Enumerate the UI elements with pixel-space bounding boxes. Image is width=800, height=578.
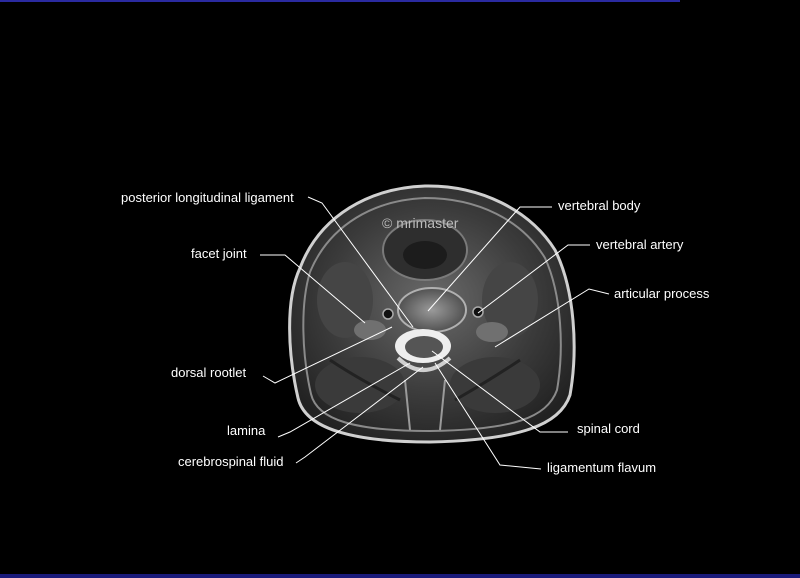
vertebral-body-shape [397, 287, 467, 333]
label-spinal-cord: spinal cord [577, 421, 640, 436]
label-ligamentum-flavum: ligamentum flavum [547, 460, 657, 475]
label-posterior-longitudinal-ligament: posterior longitudinal ligament [121, 190, 294, 205]
label-facet-joint: facet joint [191, 246, 247, 261]
bottom-accent-bar [0, 574, 800, 578]
label-dorsal-rootlet: dorsal rootlet [171, 365, 247, 380]
leader-lines [260, 196, 610, 470]
label-vertebral-body: vertebral body [558, 198, 641, 213]
label-cerebrospinal-fluid: cerebrospinal fluid [178, 454, 284, 469]
top-accent-bar [0, 0, 680, 2]
label-articular-process: articular process [614, 286, 710, 301]
label-vertebral-artery: vertebral artery [596, 237, 684, 252]
watermark: © mrimaster [382, 215, 459, 231]
label-lamina: lamina [227, 423, 266, 438]
